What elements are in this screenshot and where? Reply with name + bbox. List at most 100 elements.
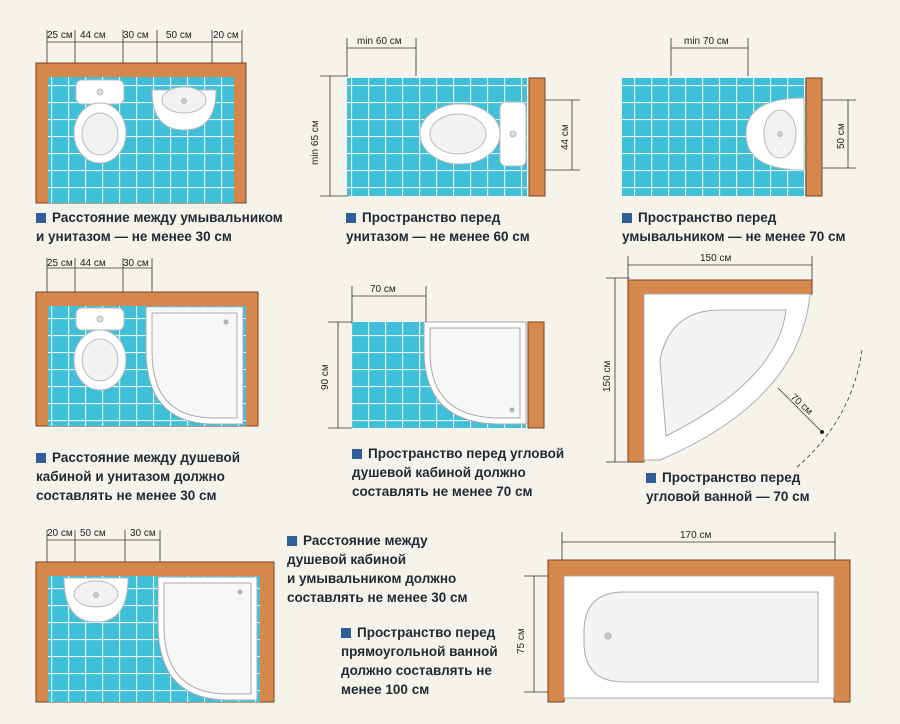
caption-shower-washbasin: Расстояние между душевой кабиной и умыва… xyxy=(287,531,468,607)
dim-label: 25 см xyxy=(47,30,73,41)
dim-label: 25 см xyxy=(47,258,73,269)
dim-label: 44 см xyxy=(560,124,571,150)
dim-label: 50 см xyxy=(836,123,847,149)
dim-label: 150 см xyxy=(602,361,613,392)
wall xyxy=(805,77,823,197)
caption-line: составлять не менее 70 см xyxy=(352,484,533,499)
caption: Пространство перед угловой душевой кабин… xyxy=(352,444,564,501)
dim-label: 50 см xyxy=(166,30,192,41)
floorplan-7: 20 см 50 см 30 см xyxy=(35,528,275,703)
caption-line: составлять не менее 30 см xyxy=(287,590,468,605)
caption-line: Расстояние между душевой xyxy=(52,450,240,465)
toilet-icon xyxy=(73,79,127,164)
caption-line: прямоугольной ванной xyxy=(341,644,498,659)
dim-label: 20 см xyxy=(213,30,239,41)
caption: Пространство перед угловой ванной — 70 с… xyxy=(646,468,810,506)
caption-line: кабиной и унитазом должно xyxy=(36,469,225,484)
panel-space-before-corner-shower: 70 см 90 см Пространство перед угловой д… xyxy=(300,250,600,520)
corner-shower-icon xyxy=(423,321,527,425)
dim-label: 70 см xyxy=(370,284,396,295)
dim-label: min 60 см xyxy=(357,36,402,47)
dimension-lines xyxy=(46,258,153,294)
washbasin-icon xyxy=(745,97,805,171)
caption-line: Пространство перед xyxy=(357,625,496,640)
bullet-icon xyxy=(36,453,46,463)
rectangular-bathtub-icon xyxy=(563,575,835,699)
washbasin-icon xyxy=(63,577,129,623)
panel-space-before-toilet: min 60 см min 65 см 44 см Пространство п… xyxy=(300,0,600,250)
caption-line: умывальником — не менее 70 см xyxy=(622,229,846,244)
dimension-lines xyxy=(328,286,427,429)
caption-line: унитазом — не менее 60 см xyxy=(346,229,530,244)
panel-space-before-rectangular-bathtub: 170 см 75 см xyxy=(500,520,900,724)
caption-rectangular-bathtub: Пространство перед прямоугольной ванной … xyxy=(341,623,498,699)
wall xyxy=(527,321,545,429)
bullet-icon xyxy=(346,213,356,223)
panel-space-before-corner-bathtub: 150 см 150 см 70 см Пространство перед у… xyxy=(600,250,900,520)
bullet-icon xyxy=(622,213,632,223)
panel-shower-toilet-distance: 25 см 44 см 30 см Расстояние между душев… xyxy=(0,250,300,520)
dim-label: 44 см xyxy=(80,258,106,269)
dim-label: 44 см xyxy=(80,30,106,41)
caption-line: душевой кабиной должно xyxy=(352,465,526,480)
floorplan-2: min 60 см min 65 см 44 см xyxy=(310,36,580,197)
floorplan-5: 70 см 90 см xyxy=(320,284,545,429)
washbasin-icon xyxy=(151,86,217,131)
caption-line: душевой кабиной xyxy=(287,552,407,567)
panel-shower-washbasin-distance: 20 см 50 см 30 см xyxy=(0,520,290,724)
toilet-icon xyxy=(73,307,127,391)
caption-line: угловой ванной — 70 см xyxy=(646,489,810,504)
corner-shower-icon xyxy=(145,306,244,425)
floorplan-4: 25 см 44 см 30 см xyxy=(35,258,259,427)
caption-line: должно составлять не xyxy=(341,663,492,678)
bullet-icon xyxy=(341,628,351,638)
dim-label: min 65 см xyxy=(310,120,321,165)
bullet-icon xyxy=(352,449,362,459)
dim-label: 30 см xyxy=(130,528,156,539)
caption: Расстояние между умывальником и унитазом… xyxy=(36,208,283,246)
caption-line: менее 100 см xyxy=(341,682,430,697)
panel-space-before-washbasin: min 70 см 50 см Пространство перед умыва… xyxy=(600,0,900,250)
dim-label: 70 см xyxy=(788,392,815,418)
dim-label: 20 см xyxy=(47,528,73,539)
wall xyxy=(528,77,546,197)
caption-line: и умывальником должно xyxy=(287,571,457,586)
dim-label: min 70 см xyxy=(684,36,729,47)
dim-label: 30 см xyxy=(123,30,149,41)
dimension-lines xyxy=(606,256,863,469)
dimension-lines xyxy=(46,30,243,65)
bullet-icon xyxy=(646,473,656,483)
caption: Расстояние между душевой кабиной и унита… xyxy=(36,448,240,505)
caption-line: Расстояние между xyxy=(303,533,428,548)
caption-line: составлять не менее 30 см xyxy=(36,488,217,503)
corner-bathtub-icon xyxy=(643,293,811,461)
bullet-icon xyxy=(287,536,297,546)
bullet-icon xyxy=(36,213,46,223)
caption-line: Пространство перед xyxy=(662,470,801,485)
floorplan-1: 25 см 44 см 30 см 50 см 20 см xyxy=(35,30,247,204)
corner-shower-icon xyxy=(157,576,258,701)
caption-line: Пространство перед xyxy=(362,210,501,225)
dim-label: 150 см xyxy=(700,253,731,264)
dim-label: 50 см xyxy=(80,528,106,539)
caption-line: Расстояние между умывальником xyxy=(52,210,283,225)
caption-line: Пространство перед xyxy=(638,210,777,225)
dimension-lines xyxy=(46,530,161,564)
caption-line: и унитазом — не менее 30 см xyxy=(36,229,232,244)
caption: Пространство перед унитазом — не менее 6… xyxy=(346,208,530,246)
dim-label: 170 см xyxy=(680,530,711,541)
dimension-lines xyxy=(320,38,580,197)
toilet-icon xyxy=(419,101,527,167)
dimension-point xyxy=(820,430,824,434)
dimension-lines xyxy=(670,38,856,169)
caption-line: Пространство перед угловой xyxy=(368,446,565,461)
floorplan-8: 170 см 75 см xyxy=(516,530,851,703)
dimension-lines xyxy=(524,532,836,693)
dim-label: 75 см xyxy=(516,628,527,654)
caption: Пространство перед умывальником — не мен… xyxy=(622,208,846,246)
dim-label: 30 см xyxy=(123,258,149,269)
floorplan-6: 150 см 150 см 70 см xyxy=(602,253,863,469)
panel-washbasin-toilet-distance: 25 см 44 см 30 см 50 см 20 см Расстояние… xyxy=(0,0,300,250)
dim-label: 90 см xyxy=(320,364,331,390)
floorplan-3: min 70 см 50 см xyxy=(622,36,856,197)
